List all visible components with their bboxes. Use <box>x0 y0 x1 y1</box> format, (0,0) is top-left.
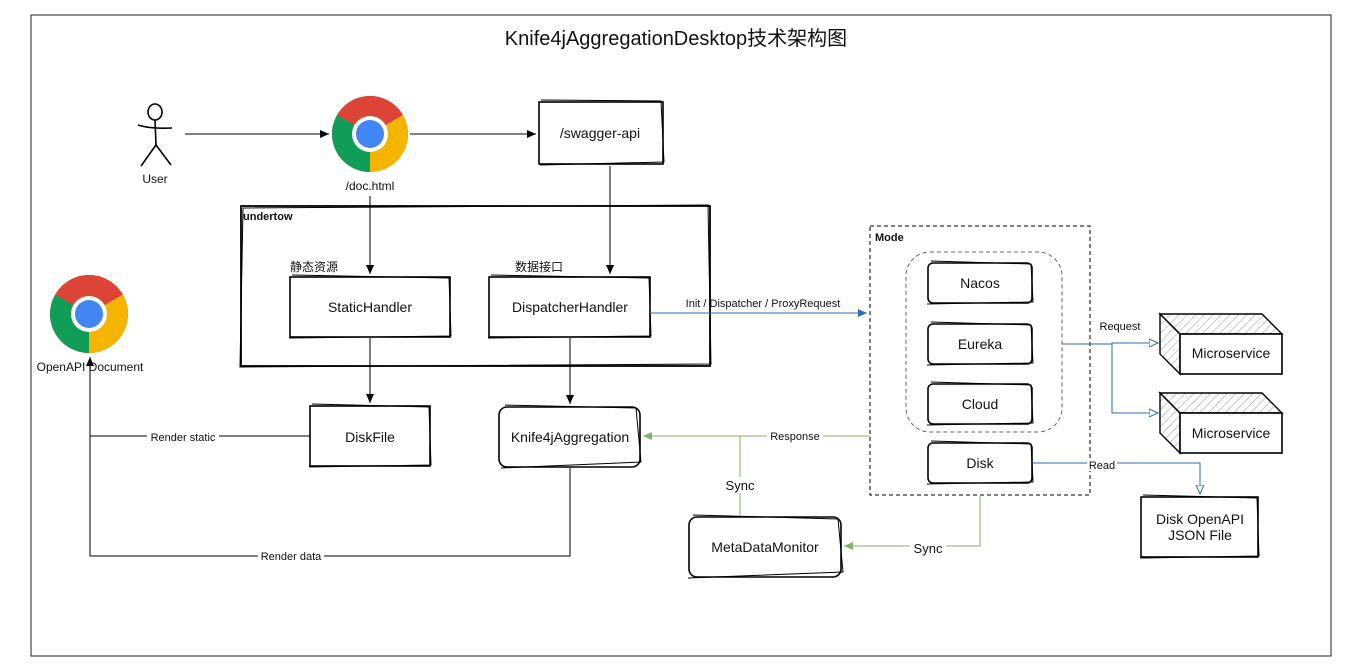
disk-openapi-label-2: JSON File <box>1168 527 1232 543</box>
swagger-api-node <box>538 101 664 165</box>
edge-render-data <box>89 436 571 557</box>
disk-label: Disk <box>966 455 994 471</box>
aggregation-label: Knife4jAggregation <box>511 429 629 445</box>
disk-openapi-node <box>1140 496 1259 558</box>
init-dispatch-label: Init / Dispatcher / ProxyRequest <box>686 298 841 310</box>
edge-request-ms2 <box>1111 344 1158 413</box>
mode-label: Mode <box>875 232 904 244</box>
eureka-label: Eureka <box>958 336 1003 352</box>
data-interface-label: 数据接口 <box>515 259 563 274</box>
undertow-label: undertow <box>243 211 293 223</box>
user-label: User <box>142 172 167 186</box>
microservice-node-2 <box>1158 391 1284 455</box>
cloud-label: Cloud <box>962 396 999 412</box>
response-label-bg <box>767 430 823 443</box>
microservice-label-2: Microservice <box>1192 425 1271 441</box>
response-label: Response <box>770 431 820 443</box>
chrome-icon <box>332 96 408 172</box>
microservice-node-1 <box>1158 312 1284 376</box>
swagger-api-label: /swagger-api <box>560 125 640 141</box>
static-resource-label: 静态资源 <box>290 260 338 274</box>
chrome-icon <box>49 274 129 353</box>
aggregation-node <box>498 406 641 468</box>
edge-request-ms1 <box>1062 343 1158 344</box>
diagram-title: Knife4jAggregationDesktop技术架构图 <box>505 27 847 50</box>
doc-html-label: /doc.html <box>346 179 395 193</box>
render-data-label: Render data <box>261 551 322 563</box>
dispatcher-handler-label: DispatcherHandler <box>512 299 628 315</box>
nacos-label: Nacos <box>960 275 1000 291</box>
outer-frame <box>30 14 1332 657</box>
metadata-monitor-label: MetaDataMonitor <box>711 539 819 555</box>
read-label-bg <box>1087 458 1117 471</box>
mode-container <box>869 225 1091 496</box>
render-data-label-bg <box>258 550 324 563</box>
static-handler-label: StaticHandler <box>328 299 412 315</box>
dispatcher-handler-node <box>488 276 651 338</box>
sync-bottom-label-bg <box>910 540 946 556</box>
static-handler-node <box>289 276 451 338</box>
edge-sync-bottom <box>844 496 981 550</box>
disk-openapi-label-1: Disk OpenAPI <box>1156 511 1244 527</box>
render-static-label: Render static <box>151 432 216 444</box>
sync-up-label: Sync <box>726 478 755 493</box>
registry-group <box>905 251 1063 433</box>
read-label: Read <box>1089 460 1115 472</box>
microservice-label-1: Microservice <box>1192 345 1271 361</box>
sync-bottom-label: Sync <box>914 541 943 556</box>
sync-up-label-bg <box>722 477 758 493</box>
render-static-label-bg <box>147 430 219 443</box>
person-icon <box>137 103 173 167</box>
disk-file-label: DiskFile <box>345 429 395 445</box>
request-label: Request <box>1100 321 1141 333</box>
